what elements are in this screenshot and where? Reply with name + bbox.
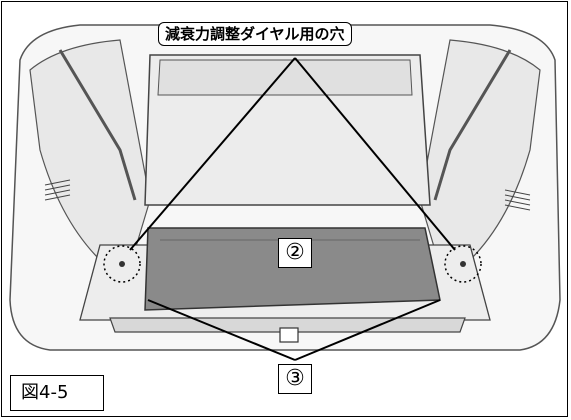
left-seatbelt — [58, 49, 137, 201]
edge-marker: ③ — [278, 364, 312, 394]
leader-line-left — [129, 57, 296, 251]
seat-top-panel — [157, 59, 413, 96]
right-dial-hole — [460, 261, 466, 267]
right-vent — [504, 189, 531, 211]
left-hole-dotted-circle — [103, 245, 141, 283]
dial-hole-callout: 減衰力調整ダイヤル用の穴 — [158, 22, 352, 46]
left-dial-hole — [119, 261, 125, 267]
mat-marker: ② — [278, 238, 312, 268]
right-seatbelt — [433, 49, 512, 201]
leader-line-right — [294, 57, 456, 251]
leader-line-bottom-left — [147, 299, 296, 361]
leader-line-bottom-right — [294, 299, 441, 361]
left-vent — [44, 179, 71, 201]
right-hole-dotted-circle — [444, 245, 482, 283]
trunk-latch — [279, 327, 299, 343]
figure-label: 図4-5 — [10, 375, 104, 411]
